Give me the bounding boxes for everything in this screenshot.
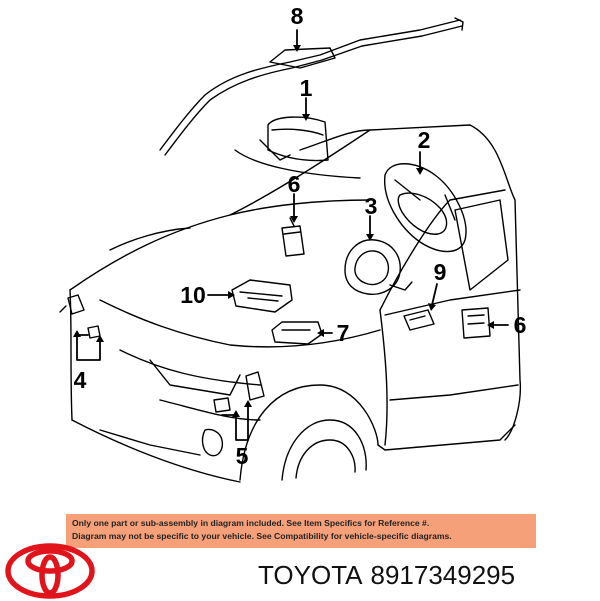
callout-1: 1 xyxy=(300,75,313,101)
callout-9: 9 xyxy=(434,259,447,285)
disclaimer-banner: Only one part or sub-assembly in diagram… xyxy=(66,514,536,548)
callout-6-right: 6 xyxy=(514,312,527,338)
steering-wheel-airbag xyxy=(384,163,467,253)
curtain-airbag xyxy=(159,17,464,156)
callout-3: 3 xyxy=(365,193,378,219)
disclaimer-line-2: Diagram may not be specific to your vehi… xyxy=(72,531,452,541)
airbag-control-module xyxy=(231,279,293,313)
callout-5: 5 xyxy=(236,443,249,469)
callout-7: 7 xyxy=(337,320,350,346)
callout-8: 8 xyxy=(291,3,304,29)
side-sensor xyxy=(403,309,435,331)
front-sensor-5 xyxy=(213,371,265,413)
arrow-heads xyxy=(73,45,494,417)
part-number: 8917349295 xyxy=(370,560,516,590)
vehicle-outline xyxy=(69,124,522,483)
front-sensor-4 xyxy=(59,294,101,339)
passenger-airbag xyxy=(259,116,329,162)
callout-6-top: 6 xyxy=(288,171,301,197)
leader-lines xyxy=(76,29,509,441)
sensor-6-left xyxy=(281,217,305,257)
callout-4: 4 xyxy=(74,367,87,393)
knee-airbag xyxy=(271,321,323,345)
callout-2: 2 xyxy=(418,127,431,153)
toyota-logo xyxy=(5,543,95,599)
brand-name: TOYOTA xyxy=(258,560,363,590)
sensor-6-right xyxy=(461,307,491,339)
disclaimer-line-1: Only one part or sub-assembly in diagram… xyxy=(72,518,430,528)
clock-spring xyxy=(344,239,413,295)
callout-10: 10 xyxy=(180,282,206,308)
